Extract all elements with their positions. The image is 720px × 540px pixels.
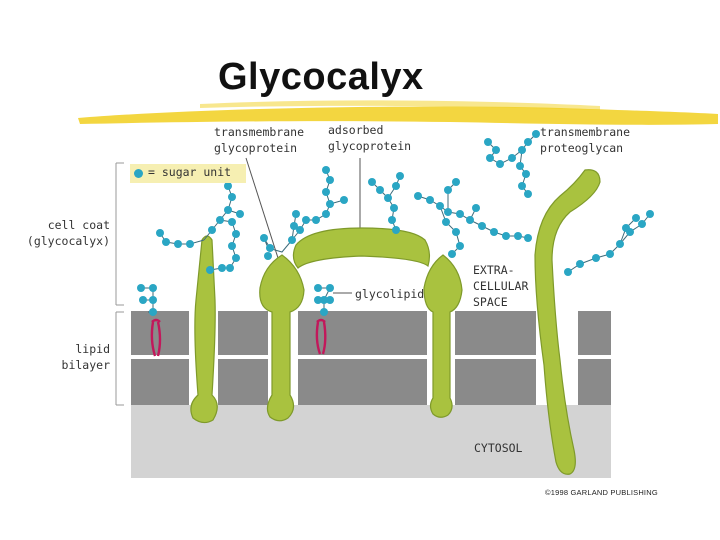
adsorbed-glycoprotein: [292, 227, 431, 269]
label-glycolipid: glycolipid: [355, 287, 425, 301]
label-transmembrane-glycoprotein: transmembrane glycoprotein: [214, 125, 305, 155]
slide-title: Glycocalyx: [218, 56, 424, 98]
label-adsorbed-glycoprotein: adsorbed glycoprotein: [328, 123, 412, 153]
title-highlight-stroke-2: [200, 100, 600, 110]
legend-sugar-unit: = sugar unit: [130, 164, 246, 183]
sugar-unit-icon: [134, 169, 143, 178]
transmembrane-proteoglycan: [534, 169, 601, 475]
sugar-units: [137, 130, 654, 316]
transmembrane-protein-right: [423, 254, 463, 418]
glycolipid-tails: [150, 318, 327, 357]
pointer-lines: [245, 157, 361, 294]
label-cell-coat: cell coat (glycocalyx): [26, 218, 110, 248]
label-transmembrane-proteoglycan: transmembrane proteoglycan: [540, 125, 631, 155]
title-highlight-stroke: [78, 106, 718, 125]
label-cytosol: CYTOSOL: [474, 441, 523, 455]
proteins: [190, 169, 601, 475]
bracket-lines: [115, 162, 124, 406]
copyright-notice: ©1998 GARLAND PUBLISHING: [545, 488, 658, 497]
legend-text: = sugar unit: [148, 165, 232, 179]
label-extracellular-space: EXTRA- CELLULAR SPACE: [473, 263, 529, 309]
label-lipid-bilayer: lipid bilayer: [61, 342, 110, 372]
transmembrane-protein-left: [190, 235, 218, 424]
transmembrane-glycoprotein: [259, 254, 305, 422]
